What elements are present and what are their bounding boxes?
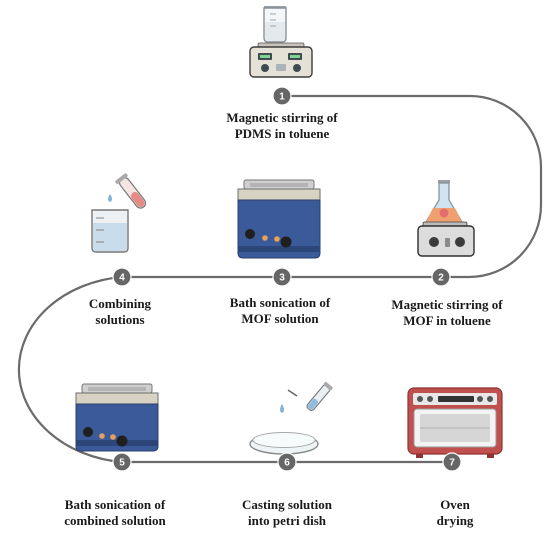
- step-badge-7: [442, 452, 462, 472]
- petri-dish-pipette-icon: [249, 381, 333, 455]
- step-label-line: into petri dish: [247, 513, 326, 528]
- step-label-line: MOF in toluene: [403, 313, 491, 328]
- step-label-2: Magnetic stirring of MOF in toluene: [372, 297, 522, 329]
- step-badge-3: [272, 267, 292, 287]
- step-label-line: PDMS in toluene: [234, 126, 330, 141]
- step-label-line: Magnetic stirring of: [226, 110, 338, 125]
- step-number: 2: [438, 273, 444, 284]
- step-badge-6: [277, 452, 297, 472]
- step-label-7: Oven drying: [400, 497, 510, 529]
- step-badge-2: [431, 267, 451, 287]
- step-number: 1: [279, 92, 285, 103]
- ultrasonic-bath-icon: [237, 179, 321, 259]
- step-label-line: MOF solution: [241, 311, 319, 326]
- beaker-test-tube-icon: [91, 173, 147, 253]
- step-label-1: Magnetic stirring of PDMS in toluene: [207, 110, 357, 142]
- step-badge-1: [272, 86, 292, 106]
- magnetic-stirrer-beaker-icon: [249, 6, 313, 78]
- step-label-line: Magnetic stirring of: [391, 297, 503, 312]
- step-label-line: combined solution: [64, 513, 166, 528]
- step-number: 6: [284, 458, 290, 469]
- step-number: 4: [119, 273, 125, 284]
- ultrasonic-bath-icon: [75, 383, 159, 452]
- step-label-line: Combining: [88, 296, 152, 311]
- step-badge-5: [112, 452, 132, 472]
- step-label-line: Bath sonication of: [229, 295, 331, 310]
- step-label-line: solutions: [95, 312, 145, 327]
- step-label-line: Bath sonication of: [64, 497, 166, 512]
- step-label-5: Bath sonication of combined solution: [40, 497, 190, 529]
- step-number: 7: [449, 458, 455, 469]
- magnetic-stirrer-flask-icon: [417, 180, 475, 257]
- step-number: 5: [119, 458, 125, 469]
- oven-icon: [407, 387, 503, 458]
- step-badges: 1 2 3 4 5 6 7: [112, 86, 462, 472]
- step-badge-4: [112, 267, 132, 287]
- step-label-3: Bath sonication of MOF solution: [210, 295, 350, 327]
- step-label-line: drying: [436, 513, 474, 528]
- step-label-line: Casting solution: [242, 497, 332, 512]
- step-label-line: Oven: [440, 497, 470, 512]
- step-label-4: Combining solutions: [60, 296, 180, 328]
- step-number: 3: [279, 273, 285, 284]
- step-label-6: Casting solution into petri dish: [222, 497, 352, 529]
